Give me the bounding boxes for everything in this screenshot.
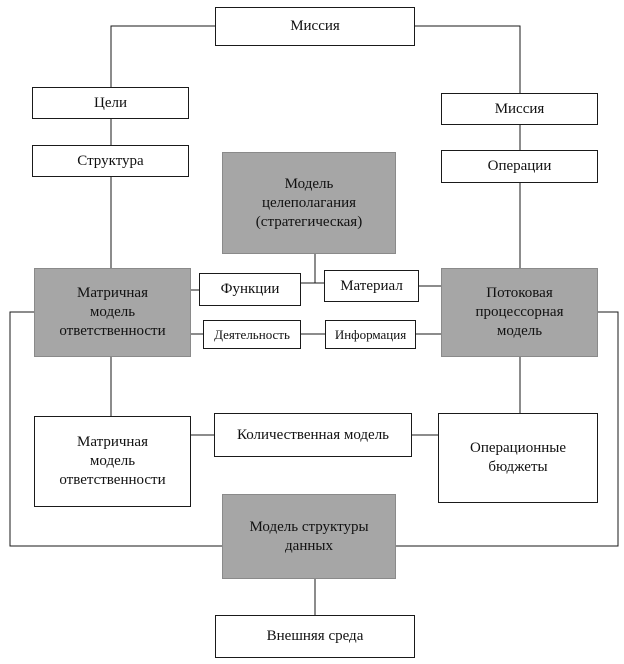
connector-mission-to-mission-right	[415, 25, 521, 93]
environment-box: Внешняя среда	[215, 615, 415, 658]
mission-top-box: Миссия	[215, 7, 415, 46]
activity-box: Деятельность	[203, 320, 301, 349]
connector-goal-model-down	[301, 254, 316, 284]
flow-model-box: Потоковая процессорная модель	[441, 268, 598, 357]
connector-mission-to-goals	[110, 25, 215, 87]
connector-flow-to-data-right	[396, 311, 619, 547]
connector-matrix-to-data-left	[9, 311, 222, 547]
structure-box: Структура	[32, 145, 189, 177]
matrix-model-white-box: Матричная модель ответственности	[34, 416, 191, 507]
op-budgets-box: Операционные бюджеты	[438, 413, 598, 503]
functions-box: Функции	[199, 273, 301, 306]
mission-right-box: Миссия	[441, 93, 598, 125]
goal-model-box: Модель целеполагания (стратегическая)	[222, 152, 396, 254]
matrix-model-gray-box: Матричная модель ответственности	[34, 268, 191, 357]
operations-box: Операции	[441, 150, 598, 183]
goals-box: Цели	[32, 87, 189, 119]
information-box: Информация	[325, 320, 416, 349]
material-box: Материал	[324, 270, 419, 302]
quant-model-box: Количественная модель	[214, 413, 412, 457]
data-model-box: Модель структуры данных	[222, 494, 396, 579]
